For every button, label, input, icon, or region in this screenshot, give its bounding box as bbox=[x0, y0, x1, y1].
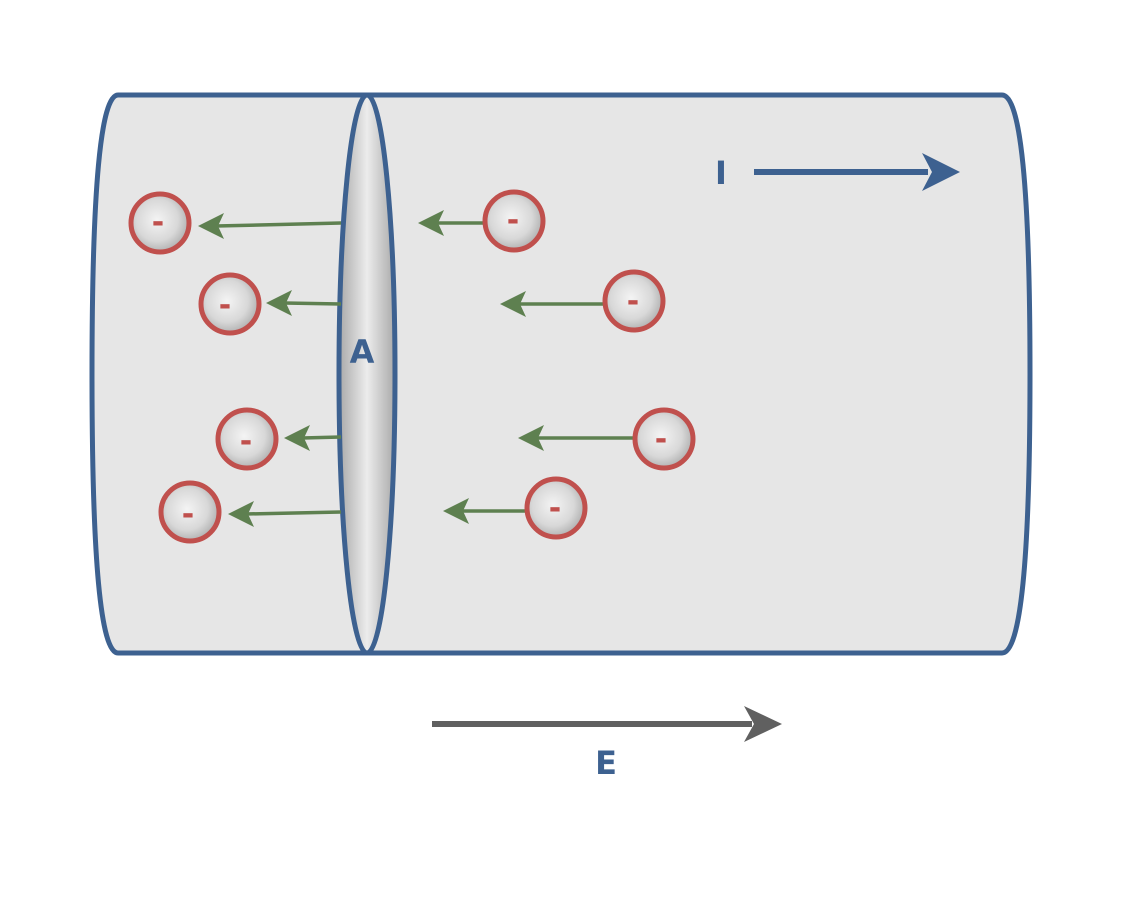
electron-icon: - bbox=[128, 191, 192, 255]
drift-arrow bbox=[266, 290, 342, 316]
electron-icon: - bbox=[482, 189, 546, 253]
electron-icon: - bbox=[198, 272, 262, 336]
area-label: A bbox=[350, 333, 375, 371]
drift-arrow bbox=[198, 213, 342, 239]
drift-arrow bbox=[500, 291, 604, 317]
drift-arrow bbox=[418, 210, 484, 236]
drift-arrow bbox=[284, 425, 342, 451]
electron-icon: - bbox=[602, 269, 666, 333]
cross-section-disk bbox=[336, 92, 398, 656]
electrons: - - - - - - - - bbox=[128, 189, 696, 544]
drift-arrow bbox=[518, 425, 633, 451]
electron-sign: - bbox=[655, 422, 667, 457]
electron-sign: - bbox=[182, 497, 194, 532]
drift-arrows bbox=[198, 210, 633, 527]
field-arrow bbox=[432, 706, 782, 742]
drift-arrow bbox=[443, 498, 525, 524]
electron-icon: - bbox=[215, 407, 279, 471]
electron-icon: - bbox=[524, 476, 588, 540]
electron-sign: - bbox=[152, 205, 164, 240]
electron-icon: - bbox=[632, 407, 696, 471]
drift-arrow bbox=[228, 501, 342, 527]
field-label: E bbox=[595, 744, 617, 782]
electron-sign: - bbox=[219, 288, 231, 323]
electron-sign: - bbox=[549, 491, 561, 526]
electron-sign: - bbox=[240, 424, 252, 459]
current-arrow bbox=[754, 153, 960, 191]
conductor-body bbox=[89, 92, 1033, 656]
electron-sign: - bbox=[507, 203, 519, 238]
electron-sign: - bbox=[627, 284, 639, 319]
electron-icon: - bbox=[158, 480, 222, 544]
current-label: I bbox=[715, 154, 727, 192]
